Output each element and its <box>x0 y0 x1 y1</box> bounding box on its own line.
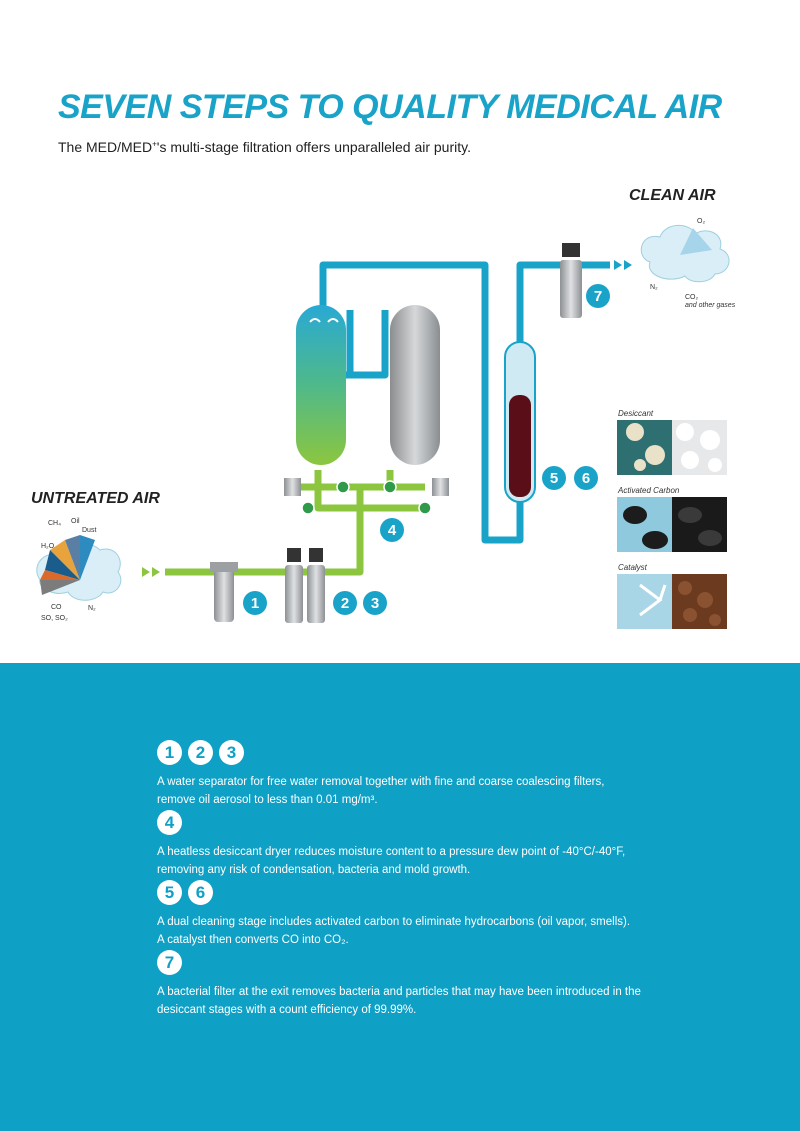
badge-6: 6 <box>582 470 590 487</box>
steps-panel <box>0 663 800 1131</box>
badge-1: 1 <box>251 595 259 612</box>
untreated-air-label: UNTREATED AIR <box>31 490 160 507</box>
activated-carbon-swatch <box>617 497 727 552</box>
gas-label-co: CO <box>51 604 62 611</box>
page-subtitle: The MED/MED+'s multi-stage filtration of… <box>58 139 471 155</box>
step-text: A catalyst then converts CO into CO₂. <box>157 934 349 946</box>
badge-5: 5 <box>550 470 558 487</box>
gas-label-co2: CO₂ <box>685 294 699 301</box>
clean-air-label: CLEAN AIR <box>629 187 716 204</box>
gas-label-h2o: H₂O <box>41 543 55 550</box>
badge-4: 4 <box>388 522 397 539</box>
material-label-desiccant: Desiccant <box>618 409 654 418</box>
clean-air-cloud <box>640 224 730 283</box>
step-text: removing any risk of condensation, bacte… <box>157 864 471 876</box>
gas-label-n2: N₂ <box>650 284 658 291</box>
badge-3: 3 <box>371 595 379 612</box>
step-7: 7 A bacterial filter at the exit removes… <box>157 950 657 1019</box>
flow-arrows <box>142 567 160 577</box>
coalescing-filters <box>285 548 325 623</box>
water-separator <box>210 562 238 622</box>
step-number: 4 <box>157 810 182 835</box>
untreated-air-cloud <box>36 535 122 601</box>
gas-label-oil: Oil <box>71 518 80 525</box>
desiccant-tower-right <box>390 305 440 465</box>
gas-label-o2: O₂ <box>697 218 705 225</box>
step-number: 5 <box>157 880 182 905</box>
desiccant-swatch <box>617 420 727 475</box>
material-label-activated-carbon: Activated Carbon <box>617 486 680 495</box>
valves <box>301 480 432 515</box>
step-number: 2 <box>188 740 213 765</box>
material-label-catalyst: Catalyst <box>618 563 648 572</box>
desiccant-tower-left <box>296 305 346 465</box>
step-text: desiccant stages with a count efficiency… <box>157 1004 417 1016</box>
page-title: SEVEN STEPS TO QUALITY MEDICAL AIR <box>58 88 722 126</box>
step-number: 7 <box>157 950 182 975</box>
step-text: A water separator for free water removal… <box>157 776 605 788</box>
step-5-6: 5 6 A dual cleaning stage includes activ… <box>157 880 657 949</box>
step-number: 3 <box>219 740 244 765</box>
step-number: 6 <box>188 880 213 905</box>
step-text: A heatless desiccant dryer reduces moist… <box>157 846 626 858</box>
badge-2: 2 <box>341 595 349 612</box>
step-4: 4 A heatless desiccant dryer reduces moi… <box>157 810 657 879</box>
step-badges: 1 2 3 4 5 6 7 <box>243 284 610 615</box>
gas-label-dust: Dust <box>82 527 96 534</box>
badge-7: 7 <box>594 288 602 305</box>
step-number: 1 <box>157 740 182 765</box>
gas-label-so: SO, SO₂ <box>41 615 68 622</box>
step-text: A dual cleaning stage includes activated… <box>157 916 631 928</box>
gas-label-n2-untreated: N₂ <box>88 605 96 612</box>
catalyst-swatch <box>617 574 727 629</box>
gas-label-other: and other gases <box>685 302 736 309</box>
step-1-2-3: 1 2 3 A water separator for free water r… <box>157 740 657 809</box>
bacterial-filter <box>560 243 582 318</box>
step-text: remove oil aerosol to less than 0.01 mg/… <box>157 794 378 806</box>
gas-label-ch4: CH₄ <box>48 520 61 527</box>
filtration-diagram: CLEAN AIR O₂ N₂ CO₂ and other gases UNTR… <box>31 187 736 629</box>
step-text: A bacterial filter at the exit removes b… <box>157 986 641 998</box>
drain-cups <box>284 478 449 496</box>
